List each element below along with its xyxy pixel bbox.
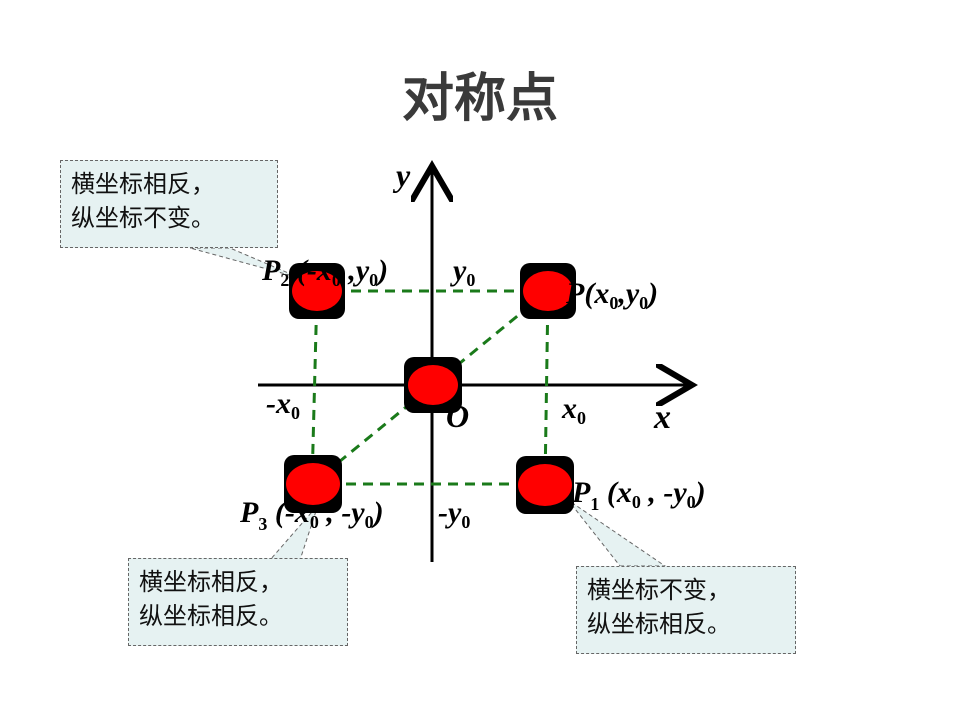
tick-y-neg: -y0: [438, 496, 470, 532]
callout-top-left: 横坐标相反， 纵坐标不变。: [60, 160, 278, 248]
callout-pointer-top-left: [189, 247, 301, 279]
guide-lines: [310, 289, 550, 486]
point-P1: [516, 456, 574, 514]
guide-left: [310, 290, 319, 485]
x-axis-label: x: [653, 399, 671, 436]
point-P: [520, 263, 576, 319]
callout-bottom-left: 横坐标相反， 纵坐标相反。: [128, 558, 348, 646]
label-P2: P2 (-x0 ,y0): [261, 254, 388, 290]
point-P3: [284, 455, 342, 513]
tick-y-pos: y0: [450, 254, 475, 290]
label-P: P(x0,y0): [565, 277, 658, 313]
point-O: [404, 357, 462, 413]
origin-label: O: [446, 398, 469, 434]
y-axis-label: y: [392, 157, 411, 193]
callout-pointer-bottom-right: [567, 499, 667, 567]
label-P1: P1 (x0 , -y0): [571, 476, 706, 514]
tick-x-neg: -x0: [266, 387, 300, 423]
point-P2: [289, 263, 345, 319]
callout-bottom-right: 横坐标不变， 纵坐标相反。: [576, 566, 796, 654]
page-title: 对称点: [401, 69, 558, 129]
tick-x-pos: x0: [561, 392, 586, 428]
guide-right: [543, 290, 550, 485]
